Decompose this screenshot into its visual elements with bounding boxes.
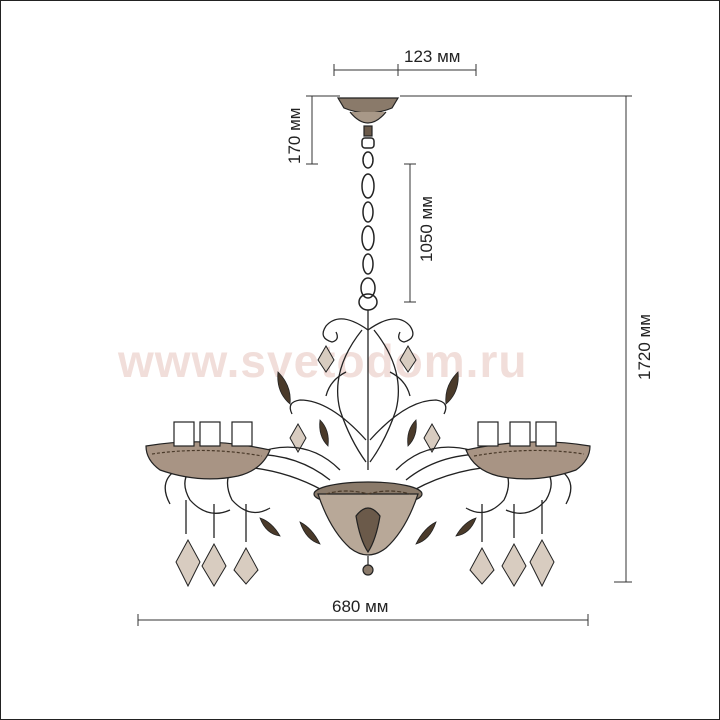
- candle: [199, 421, 221, 447]
- canopy: [336, 97, 400, 137]
- crystal-drop: [399, 344, 417, 373]
- crystal-drop: [201, 542, 227, 587]
- dim-label-chain-length: 1050 мм: [417, 196, 436, 262]
- crystal-drops: [175, 344, 555, 588]
- upper-frame: [289, 310, 447, 470]
- central-bowl: [313, 481, 423, 576]
- bobeche-left: [145, 441, 271, 480]
- dimension-lines: [137, 64, 632, 626]
- bowl-finial: [362, 564, 374, 576]
- crystal-drop: [423, 422, 441, 454]
- dim-label-canopy-height: 170 мм: [285, 107, 304, 164]
- frame-leaves: [259, 371, 477, 545]
- chain: [358, 137, 378, 311]
- candles: [173, 421, 557, 447]
- dim-label-top-width: 123 мм: [404, 47, 461, 66]
- candle: [535, 421, 557, 447]
- dim-label-total-width: 680 мм: [332, 597, 389, 616]
- candle: [173, 421, 195, 447]
- candle: [477, 421, 499, 447]
- crystal-drop: [289, 422, 307, 454]
- bobeches: [145, 441, 591, 480]
- crystal-drop: [233, 546, 259, 585]
- crystal-drop: [175, 538, 201, 588]
- dim-label-total-height: 1720 мм: [635, 314, 654, 380]
- crystal-drop: [317, 344, 335, 373]
- crystal-drop: [501, 542, 527, 587]
- crystal-drop: [529, 538, 555, 588]
- candle: [509, 421, 531, 447]
- candle: [231, 421, 253, 447]
- bobeche-right: [465, 441, 591, 480]
- crystal-drop: [469, 546, 495, 585]
